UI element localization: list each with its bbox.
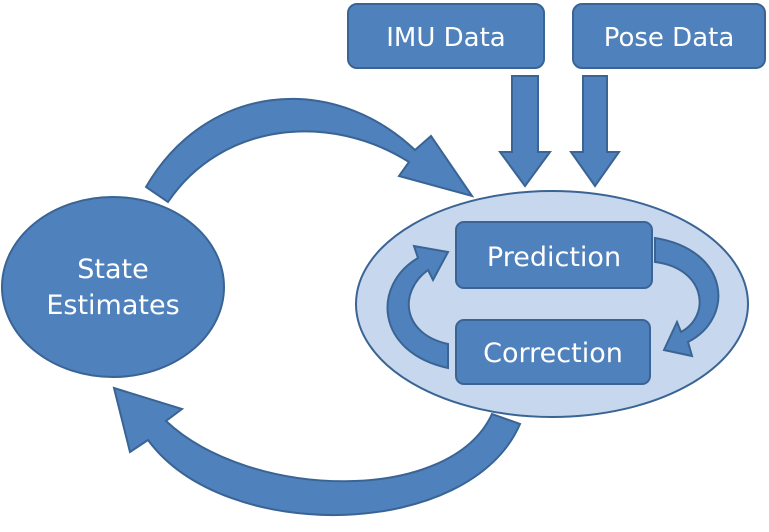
prediction-to-correction-arrow xyxy=(654,236,720,358)
prediction-node xyxy=(455,221,653,289)
correction-node xyxy=(455,319,651,385)
pose-down-arrow xyxy=(569,75,621,188)
pose-data-label: Pose Data xyxy=(604,23,735,53)
correction-label: Correction xyxy=(483,338,623,369)
pose-data-node xyxy=(572,3,766,69)
state-estimates-label-line2: Estimates xyxy=(46,290,179,321)
imu-data-node xyxy=(347,3,545,69)
prediction-label: Prediction xyxy=(487,242,621,273)
correction-to-prediction-arrow xyxy=(386,244,450,370)
state-estimates-label-line1: State xyxy=(77,254,148,285)
imu-down-arrow xyxy=(498,75,552,188)
state-to-filter-arrow xyxy=(144,97,475,204)
imu-data-label: IMU Data xyxy=(386,23,505,53)
filter-to-state-arrow xyxy=(112,386,522,517)
state-estimates-node xyxy=(1,196,225,378)
